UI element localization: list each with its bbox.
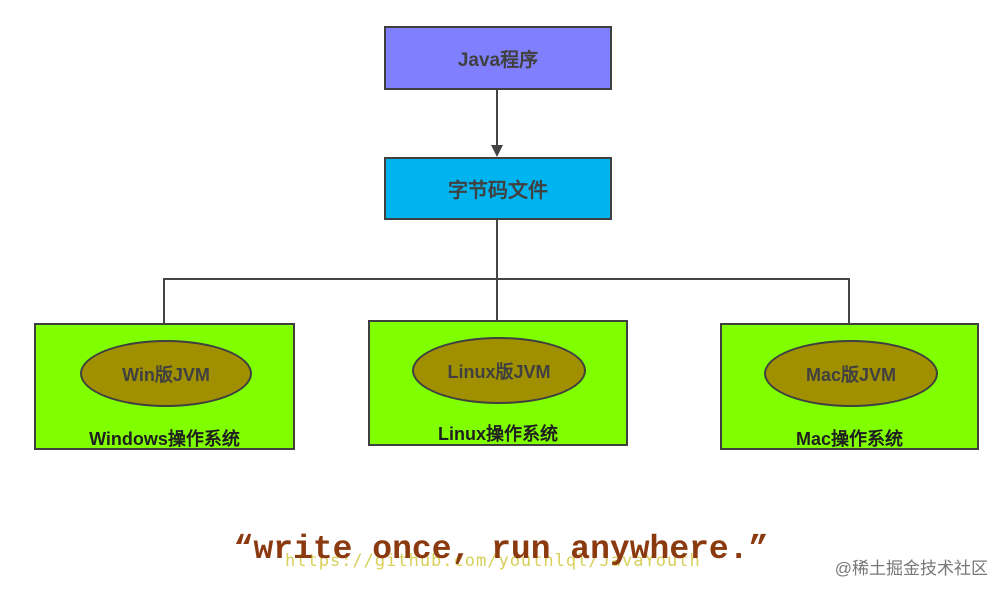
bytecode-file-node: 字节码文件 bbox=[384, 157, 612, 220]
windows-os-label: Windows操作系统 bbox=[89, 429, 240, 449]
linux-os-node: Linux版JVM Linux操作系统 bbox=[368, 320, 628, 446]
linux-jvm-label: Linux版JVM bbox=[447, 361, 551, 382]
edge-bytecode-to-mac-jvm bbox=[497, 278, 855, 340]
mac-os-node: Mac版JVM Mac操作系统 bbox=[720, 323, 979, 450]
edge-bytecode-to-win-jvm bbox=[158, 278, 497, 340]
win-jvm-label: Win版JVM bbox=[122, 364, 210, 385]
url-watermark: https://github.com/youthlql/JavaYouth bbox=[285, 551, 701, 571]
win-jvm-node: Win版JVM bbox=[80, 340, 252, 407]
windows-os-node: Win版JVM Windows操作系统 bbox=[34, 323, 295, 450]
site-watermark: @稀土掘金技术社区 bbox=[834, 559, 988, 578]
mac-jvm-label: Mac版JVM bbox=[805, 364, 897, 385]
slogan-text: “write once, run anywhere.” bbox=[233, 531, 769, 568]
mac-jvm-node: Mac版JVM bbox=[764, 340, 938, 407]
linux-jvm-node: Linux版JVM bbox=[412, 337, 586, 404]
bytecode-file-label: 字节码文件 bbox=[448, 180, 548, 202]
java-program-node: Java程序 bbox=[384, 26, 612, 90]
java-program-label: Java程序 bbox=[457, 49, 539, 71]
linux-os-label: Linux操作系统 bbox=[438, 424, 558, 444]
mac-os-label: Mac操作系统 bbox=[795, 429, 903, 449]
